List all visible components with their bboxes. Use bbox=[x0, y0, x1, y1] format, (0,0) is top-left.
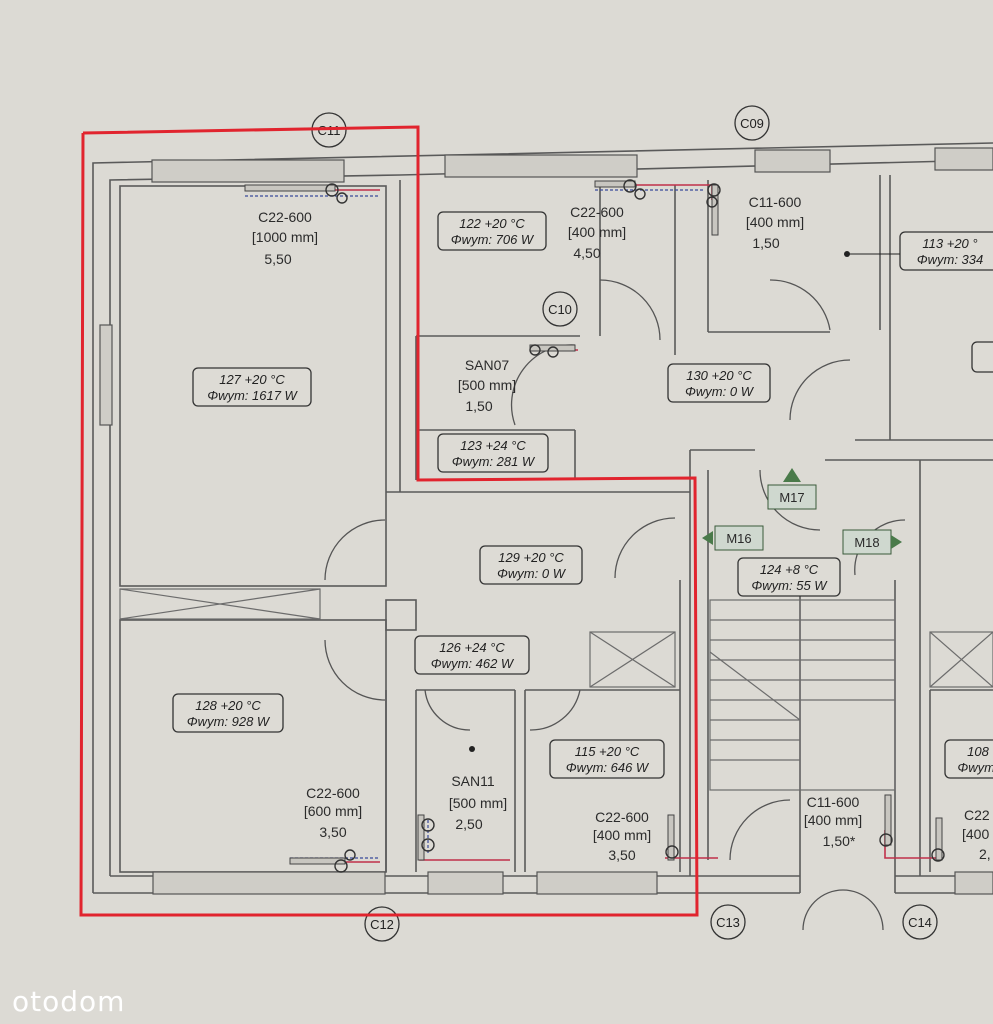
rad5-power: 3,50 bbox=[319, 824, 346, 840]
rad1-power: 5,50 bbox=[264, 251, 291, 267]
axis-c13: C13 bbox=[716, 915, 740, 930]
marker-m17: M17 bbox=[779, 490, 804, 505]
axis-c14: C14 bbox=[908, 915, 932, 930]
rad1-size: [1000 mm] bbox=[252, 229, 318, 245]
room-126-line1: 126 +24 °C bbox=[439, 640, 505, 655]
rad4-power: 1,50 bbox=[465, 398, 492, 414]
axis-c11: C11 bbox=[318, 123, 341, 138]
room-124-line2: Φwym: 55 W bbox=[751, 578, 828, 593]
room-126-line2: Φwym: 462 W bbox=[431, 656, 515, 671]
rad4-type: SAN07 bbox=[465, 357, 510, 373]
rad6-power: 2,50 bbox=[455, 816, 482, 832]
room-124-line1: 124 +8 °C bbox=[760, 562, 819, 577]
room-tag-130: 130 +20 °C Φwym: 0 W bbox=[667, 363, 771, 403]
radiator-labels: C22-600 [1000 mm] 5,50 C22-600 [400 mm] … bbox=[252, 194, 991, 863]
rad2-type: C22-600 bbox=[570, 204, 624, 220]
radiator-symbols bbox=[244, 179, 945, 873]
room-tag-129: 129 +20 °C Φwym: 0 W bbox=[479, 545, 583, 585]
room-tag-113: 113 +20 ° Φwym: 334 bbox=[899, 231, 993, 271]
apartment-highlight bbox=[79, 125, 699, 917]
rad7-power: 3,50 bbox=[608, 847, 635, 863]
rad9-type: C22 bbox=[964, 807, 990, 823]
room-127-line1: 127 +20 °C bbox=[219, 372, 285, 387]
room-tag-122: 122 +20 °C Φwym: 706 W bbox=[437, 211, 547, 251]
room-127-line2: Φwym: 1617 W bbox=[207, 388, 298, 403]
rad2-power: 4,50 bbox=[573, 245, 600, 261]
room-115-line2: Φwym: 646 W bbox=[566, 760, 650, 775]
room-129-line1: 129 +20 °C bbox=[498, 550, 564, 565]
room-tag-127: 127 +20 °C Φwym: 1617 W bbox=[192, 367, 312, 407]
rad7-type: C22-600 bbox=[595, 809, 649, 825]
room-108-line2: Φwym: bbox=[957, 760, 993, 775]
room-122-line2: Φwym: 706 W bbox=[451, 232, 535, 247]
room-tag-128: 128 +20 °C Φwym: 928 W bbox=[172, 693, 284, 733]
rad2-size: [400 mm] bbox=[568, 224, 626, 240]
staircase bbox=[709, 599, 896, 791]
room-122-line1: 122 +20 °C bbox=[459, 216, 525, 231]
axis-c09: C09 bbox=[740, 116, 764, 131]
room-129-line2: Φwym: 0 W bbox=[497, 566, 567, 581]
room-tag-115: 115 +20 °C Φwym: 646 W bbox=[549, 739, 665, 779]
doors bbox=[324, 279, 906, 931]
windows bbox=[99, 147, 993, 895]
room-113-line2: Φwym: 334 bbox=[917, 252, 984, 267]
rad3-size: [400 mm] bbox=[746, 214, 804, 230]
room-123-line1: 123 +24 °C bbox=[460, 438, 526, 453]
room-115-line1: 115 +20 °C bbox=[575, 744, 640, 759]
room-tag-108: 108 Φwym: bbox=[944, 739, 993, 779]
room-130-line1: 130 +20 °C bbox=[686, 368, 752, 383]
room-tags: 127 +20 °C Φwym: 1617 W 122 +20 °C Φwym:… bbox=[172, 211, 993, 779]
marker-m18: M18 bbox=[854, 535, 879, 550]
room-128-line1: 128 +20 °C bbox=[195, 698, 261, 713]
rad5-size: [600 mm] bbox=[304, 803, 362, 819]
rad5-type: C22-600 bbox=[306, 785, 360, 801]
rad7-size: [400 mm] bbox=[593, 827, 651, 843]
rad3-power: 1,50 bbox=[752, 235, 779, 251]
rad6-type: SAN11 bbox=[451, 773, 495, 789]
room-128-line2: Φwym: 928 W bbox=[187, 714, 271, 729]
rad8-power: 1,50* bbox=[823, 833, 856, 849]
room-tag-124: 124 +8 °C Φwym: 55 W bbox=[737, 557, 841, 597]
rad9-power: 2, bbox=[979, 846, 991, 862]
room-123-line2: Φwym: 281 W bbox=[452, 454, 536, 469]
otodom-watermark: otodom bbox=[12, 985, 126, 1018]
room-113-line1: 113 +20 ° bbox=[922, 236, 977, 251]
rad1-type: C22-600 bbox=[258, 209, 312, 225]
room-108-line1: 108 bbox=[967, 744, 989, 759]
marker-m16: M16 bbox=[726, 531, 751, 546]
axis-c10: C10 bbox=[548, 302, 572, 317]
rad8-size: [400 mm] bbox=[804, 812, 862, 828]
room-tag-123: 123 +24 °C Φwym: 281 W bbox=[437, 433, 549, 473]
interior-walls bbox=[119, 175, 993, 893]
stair-markers: M17 M16 M18 bbox=[702, 468, 902, 555]
room-130-line2: Φwym: 0 W bbox=[685, 384, 755, 399]
rad8-type: C11-600 bbox=[807, 794, 860, 810]
rad6-size: [500 mm] bbox=[449, 795, 507, 811]
rad4-size: [500 mm] bbox=[458, 377, 516, 393]
rad9-size: [400 bbox=[962, 826, 989, 842]
rad3-type: C11-600 bbox=[749, 194, 802, 210]
room-tag-126: 126 +24 °C Φwym: 462 W bbox=[414, 635, 530, 675]
axis-c12: C12 bbox=[370, 917, 394, 932]
